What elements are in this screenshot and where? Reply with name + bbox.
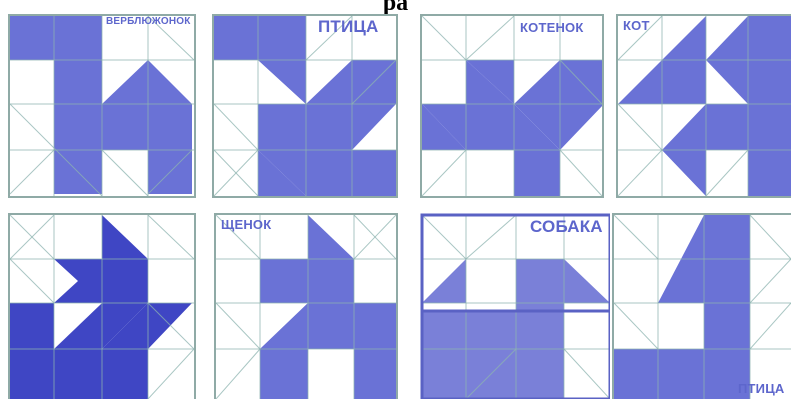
puzzle-card-dog: СОБАКА [420, 213, 610, 399]
puzzle-label: ЩЕНОК [221, 217, 271, 232]
puzzle-figure [8, 14, 196, 198]
puzzle-figure [420, 14, 604, 198]
puzzle-card-cat: КОТ [616, 14, 791, 198]
puzzle-figure [212, 14, 398, 198]
puzzle-card-kitten: КОТЕНОК [420, 14, 604, 198]
puzzle-label: СОБАКА [530, 217, 603, 237]
puzzle-label: КОТ [623, 18, 650, 33]
puzzle-card-swan [8, 213, 196, 399]
puzzle-card-bird: ПТИЦА [212, 14, 398, 198]
puzzle-figure [420, 213, 610, 399]
puzzle-figure [616, 14, 791, 198]
puzzle-card-camel: ВЕРБЛЮЖОНОК [8, 14, 196, 198]
puzzle-card-bird-2: ПТИЦА [612, 213, 791, 399]
puzzle-label: КОТЕНОК [520, 20, 584, 35]
puzzle-card-puppy: ЩЕНОК [214, 213, 398, 399]
puzzle-label: ПТИЦА [738, 381, 785, 396]
puzzle-figure [8, 213, 196, 399]
puzzle-label: ПТИЦА [318, 17, 379, 37]
puzzle-figure [214, 213, 398, 399]
puzzle-label: ВЕРБЛЮЖОНОК [106, 16, 191, 27]
puzzle-figure [612, 213, 791, 399]
